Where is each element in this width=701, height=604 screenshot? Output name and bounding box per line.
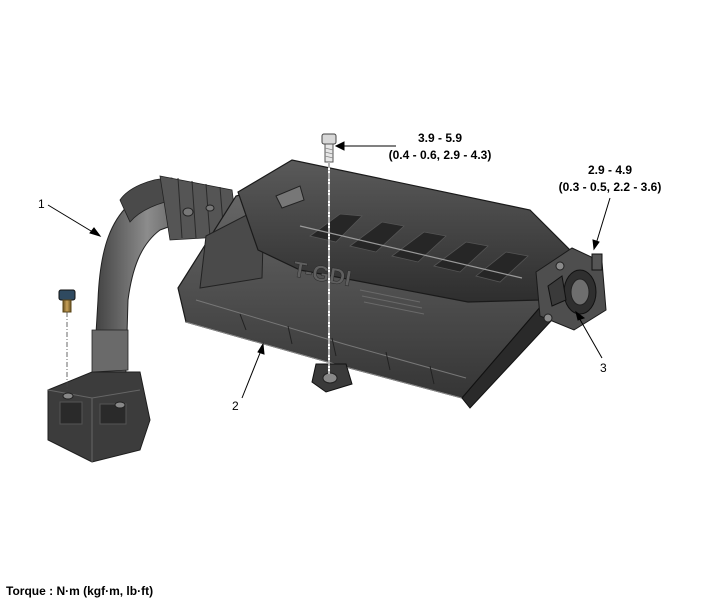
throttle-torque-nm: 2.9 - 4.9 (588, 163, 632, 177)
bracket-bolt (58, 289, 76, 392)
throttle-body (535, 247, 607, 331)
callout-3: 3 (600, 361, 607, 375)
mounting-foot (311, 363, 353, 393)
torque-units-note: Torque : N·m (kgf·m, lb·ft) (6, 584, 154, 598)
top-bolt-torque-nm: 3.9 - 5.9 (418, 131, 462, 145)
top-bolt-torque-alt: (0.4 - 0.6, 2.9 - 4.3) (389, 148, 492, 162)
callout-1: 1 (38, 197, 45, 211)
throttle-torque-alt: (0.3 - 0.5, 2.2 - 3.6) (559, 180, 662, 194)
callout-2: 2 (232, 399, 239, 413)
cover-bolt (321, 133, 337, 374)
leader-lines (47, 141, 611, 399)
